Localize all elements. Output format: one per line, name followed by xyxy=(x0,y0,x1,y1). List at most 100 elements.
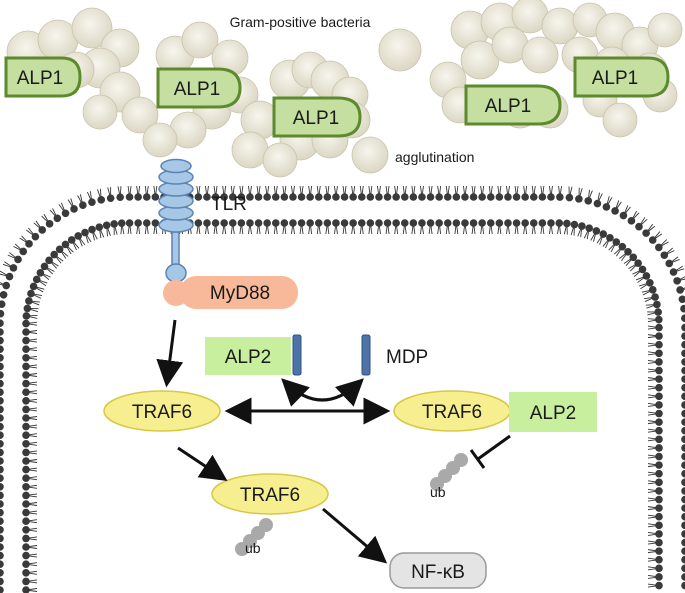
ubiquitin-chain: ub xyxy=(235,518,273,556)
lipid-head xyxy=(538,193,547,201)
lipid-head xyxy=(681,418,685,426)
lipid-head xyxy=(289,193,297,201)
lipid-head xyxy=(0,362,4,371)
alp1-protein: ALP1 xyxy=(272,96,362,138)
traf6-label: TRAF6 xyxy=(422,402,482,423)
lipid-head xyxy=(366,193,375,201)
lipid-head xyxy=(512,193,521,201)
lipid-head xyxy=(220,219,228,227)
lipid-head xyxy=(375,193,383,201)
lipid-head xyxy=(0,431,4,439)
lipid-head xyxy=(88,198,96,206)
inhibition-bar xyxy=(469,449,486,469)
lipid-head xyxy=(0,405,4,414)
lipid-head xyxy=(504,193,512,201)
lipid-head xyxy=(22,405,30,414)
lipid-head xyxy=(469,193,478,201)
lipid-head xyxy=(665,259,674,268)
lipid-head xyxy=(306,219,314,227)
lipid-head xyxy=(25,240,33,248)
lipid-head xyxy=(151,193,160,201)
lipid-head xyxy=(555,219,564,227)
lipid-head xyxy=(681,495,685,504)
lipid-head xyxy=(125,193,134,201)
lipid-head xyxy=(681,547,685,555)
mdp-label: MDP xyxy=(386,347,428,368)
lipid-head xyxy=(81,228,89,237)
lipid-head xyxy=(79,201,87,210)
mdp-free-bar xyxy=(361,334,371,376)
lipid-head xyxy=(655,444,663,452)
lipid-head xyxy=(602,203,611,211)
lipid-head xyxy=(655,418,663,426)
lipid-head xyxy=(655,426,663,435)
bacterium xyxy=(460,40,500,80)
lipid-head xyxy=(655,401,663,409)
lipid-head xyxy=(22,508,30,517)
lipid-head xyxy=(655,392,663,401)
lipid-head xyxy=(681,409,685,418)
lipid-head xyxy=(681,314,685,323)
lipid-head xyxy=(655,461,663,469)
lipid-head xyxy=(134,193,142,201)
lipid-head xyxy=(655,323,663,332)
alp1-protein: ALP1 xyxy=(156,67,242,109)
alp2-mdp-complex: ALP2 xyxy=(205,334,302,376)
lipid-head xyxy=(655,435,663,444)
lipid-head xyxy=(681,504,685,512)
lipid-head xyxy=(29,282,38,291)
lipid-head xyxy=(22,414,30,422)
lipid-head xyxy=(306,193,314,201)
lipid-head xyxy=(14,255,22,264)
lipid-head xyxy=(681,383,685,392)
lipid-head xyxy=(55,245,64,254)
lipid-head xyxy=(619,211,628,220)
lipid-head xyxy=(638,265,647,274)
alp1-label: ALP1 xyxy=(485,96,531,117)
lipid-head xyxy=(435,193,443,201)
lipid-head xyxy=(22,465,30,474)
lipid-head xyxy=(418,193,426,201)
lipid-head xyxy=(547,193,555,201)
lipid-head xyxy=(95,223,104,231)
lipid-head xyxy=(655,538,663,547)
lipid-head xyxy=(409,219,418,227)
lipid-head xyxy=(563,219,571,228)
lipid-head xyxy=(151,219,160,227)
lipid-head xyxy=(246,219,254,227)
lipid-head xyxy=(681,461,685,469)
alp1-label: ALP1 xyxy=(174,79,220,100)
lipid-head xyxy=(0,300,6,308)
lipid-head xyxy=(681,487,685,495)
lipid-head xyxy=(22,560,30,568)
lipid-head xyxy=(45,220,54,228)
nfkb-label: NF-κB xyxy=(411,562,465,583)
lipid-head xyxy=(50,250,58,259)
lipid-head xyxy=(228,193,237,201)
lipid-head xyxy=(0,309,5,318)
lipid-head xyxy=(349,193,357,201)
lipid-head xyxy=(22,500,30,508)
lipid-head xyxy=(31,232,40,241)
lipid-head xyxy=(676,286,684,294)
lipid-head xyxy=(655,564,663,573)
lipid-head xyxy=(22,526,30,534)
bacterium xyxy=(647,12,683,48)
lipid-head xyxy=(655,581,663,590)
lipid-head xyxy=(357,219,366,227)
lipid-head xyxy=(681,581,685,590)
lipid-head xyxy=(237,219,246,227)
lipid-head xyxy=(655,469,663,478)
lipid-head xyxy=(681,340,685,349)
lipid-head xyxy=(263,193,271,201)
lipid-head xyxy=(0,465,4,474)
lipid-head xyxy=(435,219,443,227)
lipid-head xyxy=(669,268,678,276)
lipid-head xyxy=(400,219,409,227)
lipid-head xyxy=(443,219,452,227)
lipid-head xyxy=(478,219,486,227)
ubiquitin-chain: ub xyxy=(430,453,468,500)
nfkb-node: NF-κB xyxy=(389,552,487,589)
lipid-head xyxy=(655,573,663,581)
